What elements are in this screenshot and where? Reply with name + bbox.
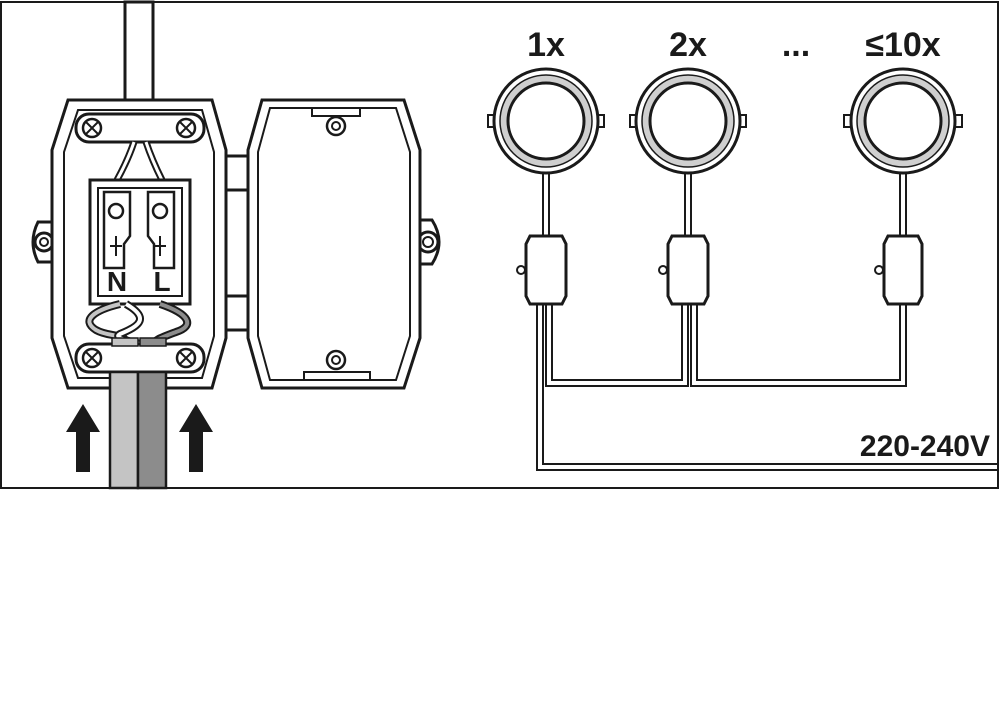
connector-10 — [874, 234, 924, 306]
arrow-up-icon — [66, 404, 100, 472]
wires-top — [113, 140, 166, 182]
terminal-live-label: L — [153, 266, 170, 297]
lamp-10 — [843, 67, 963, 175]
lamp-leads — [542, 173, 907, 238]
arrow-up-icon — [179, 404, 213, 472]
cable-in-bottom — [108, 370, 168, 490]
lamp-count-label-max: ≤10x — [865, 26, 940, 64]
lamp-count-ellipsis: ... — [782, 26, 810, 64]
chain-wiring — [536, 304, 998, 471]
junction-box-lid — [246, 98, 441, 390]
connector-1 — [516, 234, 568, 306]
hinge — [224, 154, 250, 332]
voltage-label: 220-240V — [860, 430, 990, 463]
cable-clamp-top — [74, 112, 206, 144]
connector-2 — [658, 234, 710, 306]
terminal-neutral-label: N — [107, 266, 127, 297]
lamp-1 — [487, 67, 605, 175]
cable-clamp-bottom — [74, 337, 206, 374]
diagram-frame — [0, 1, 999, 489]
lamp-2 — [629, 67, 747, 175]
lamp-count-label-2: 2x — [669, 26, 707, 64]
terminal-block — [88, 178, 192, 306]
lamp-count-label-1: 1x — [527, 26, 565, 64]
